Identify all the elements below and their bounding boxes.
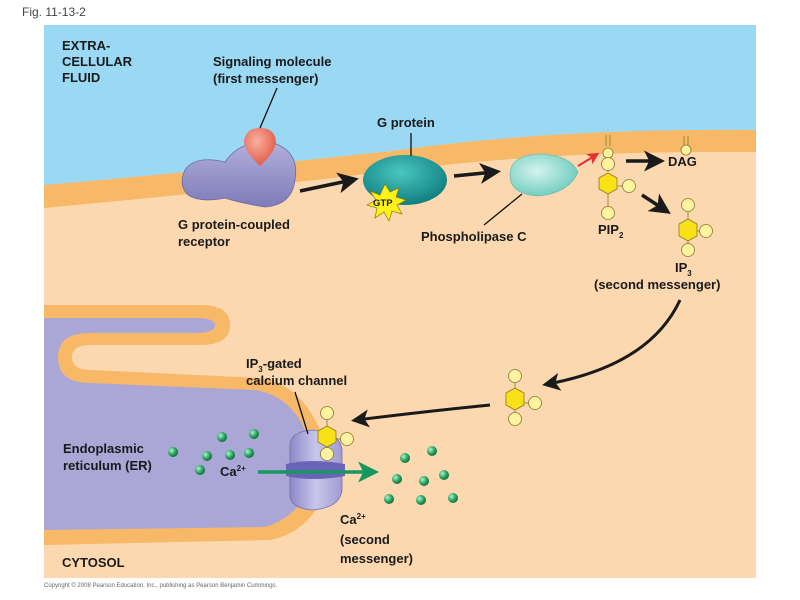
calcium-second-messenger-label: Ca2+ (second messenger): [340, 512, 413, 566]
arrow-ip3-to-channel: [351, 403, 491, 428]
ca-base: Ca: [340, 512, 357, 527]
calcium-ion: [439, 470, 449, 480]
label-line: (first messenger): [213, 71, 318, 86]
ip3-base: IP: [675, 260, 688, 275]
channel-subscript: 3: [258, 365, 263, 374]
calcium-ion: [419, 476, 429, 486]
label-line: receptor: [178, 234, 230, 249]
calcium-er-label: Ca2+: [220, 464, 246, 479]
ip3-molecule-diffusing: [505, 369, 542, 426]
er-label: Endoplasmic reticulum (ER): [63, 441, 152, 473]
calcium-ion: [384, 494, 394, 504]
ca-line3: messenger): [340, 551, 413, 566]
calcium-ions-er: [168, 429, 259, 475]
endoplasmic-reticulum: [44, 305, 330, 545]
extracellular-fluid-label: EXTRA- CELLULAR FLUID: [62, 38, 133, 85]
copyright-notice: Copyright © 2008 Pearson Education, Inc.…: [44, 583, 278, 589]
signaling-molecule-label: Signaling molecule (first messenger): [213, 54, 331, 86]
calcium-ion: [225, 450, 235, 460]
cytosol-label: CYTOSOL: [62, 555, 125, 570]
ca-superscript: 2+: [237, 464, 246, 473]
arrow-ip3-diffusion: [542, 299, 682, 391]
gtp-label: GTP: [373, 198, 393, 209]
receptor-label: G protein-coupled receptor: [178, 217, 290, 249]
dag-label: DAG: [668, 154, 697, 169]
arrow-to-ip3: [641, 193, 671, 214]
dag-molecule: [680, 136, 692, 156]
red-arrow-plc-to-pip2: [577, 152, 600, 167]
ca-superscript: 2+: [357, 512, 366, 521]
pip2-base: PIP: [598, 222, 619, 237]
calcium-ions-cytosol: [384, 446, 458, 505]
channel-label: IP3-gated calcium channel: [246, 356, 347, 388]
calcium-ion: [168, 447, 178, 457]
pip2-molecule: [598, 135, 636, 220]
pip2-label: PIP2: [598, 222, 624, 240]
label-line: reticulum (ER): [63, 458, 152, 473]
calcium-ion: [416, 495, 426, 505]
phospholipase-c-label: Phospholipase C: [421, 229, 527, 244]
label-line: Endoplasmic: [63, 441, 144, 456]
figure-label: Fig. 11-13-2: [22, 5, 86, 19]
ca-line2: (second: [340, 532, 390, 547]
calcium-ion: [427, 446, 437, 456]
label-line: EXTRA-: [62, 38, 110, 53]
channel-ip: IP: [246, 356, 259, 371]
pip2-subscript: 2: [619, 231, 624, 240]
channel-label-line1: IP3-gated: [246, 356, 302, 374]
ip3-molecule: [678, 198, 713, 257]
calcium-ion: [392, 474, 402, 484]
ip3-bound-to-channel: [317, 406, 354, 461]
channel-gated: -gated: [263, 356, 302, 371]
channel-label-line2: calcium channel: [246, 373, 347, 388]
ip3-note: (second messenger): [594, 277, 720, 292]
extracellular-region: [44, 25, 756, 185]
calcium-ion: [217, 432, 227, 442]
gtp-starburst: GTP: [366, 183, 407, 222]
ca-base: Ca: [220, 464, 237, 479]
phospholipase-c: [483, 153, 579, 226]
calcium-ion: [448, 493, 458, 503]
ca-line1: Ca2+: [340, 512, 366, 527]
label-line: FLUID: [62, 70, 100, 85]
ip3-name: IP3: [675, 260, 692, 278]
calcium-ion: [249, 429, 259, 439]
label-line: Signaling molecule: [213, 54, 331, 69]
calcium-ion: [244, 448, 254, 458]
signaling-molecule: [244, 87, 278, 166]
label-line: CELLULAR: [62, 54, 133, 69]
arrow-gprotein-to-plc: [453, 162, 501, 184]
calcium-ion: [195, 465, 205, 475]
calcium-ion: [400, 453, 410, 463]
arrow-receptor-to-gprotein: [299, 172, 359, 194]
label-line: G protein-coupled: [178, 217, 290, 232]
ip3-label: IP3 (second messenger): [594, 260, 720, 292]
calcium-ion: [202, 451, 212, 461]
g-protein-label: G protein: [377, 115, 435, 130]
ip3-subscript: 3: [687, 269, 692, 278]
